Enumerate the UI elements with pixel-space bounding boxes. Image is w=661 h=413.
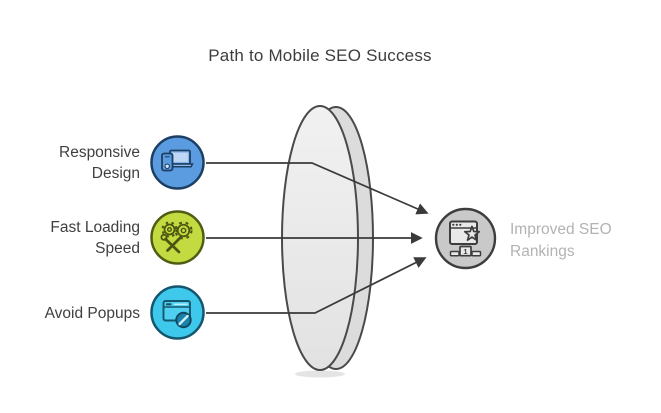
label-improved-seo-rankings: Improved SEO Rankings bbox=[510, 221, 612, 260]
browser-blocked-icon bbox=[150, 285, 205, 340]
arrow-line-popups bbox=[206, 257, 427, 314]
label-responsive-design: Responsive Design bbox=[59, 144, 140, 182]
label-avoid-popups: Avoid Popups bbox=[44, 305, 140, 322]
flow-arrows bbox=[206, 162, 429, 314]
responsive-devices-icon bbox=[150, 135, 205, 190]
lens-shadow bbox=[295, 370, 345, 378]
label-fast-loading-speed: Fast Loading Speed bbox=[50, 219, 140, 257]
arrow-line-responsive bbox=[206, 162, 429, 215]
gears-wrench-icon bbox=[150, 210, 205, 265]
podium-rank-label: 1 bbox=[463, 247, 467, 256]
podium: 1 bbox=[449, 245, 482, 257]
page-title: Path to Mobile SEO Success bbox=[208, 46, 432, 65]
star-badge bbox=[463, 225, 481, 242]
seo-ranking-podium-icon: 1 bbox=[434, 207, 497, 270]
